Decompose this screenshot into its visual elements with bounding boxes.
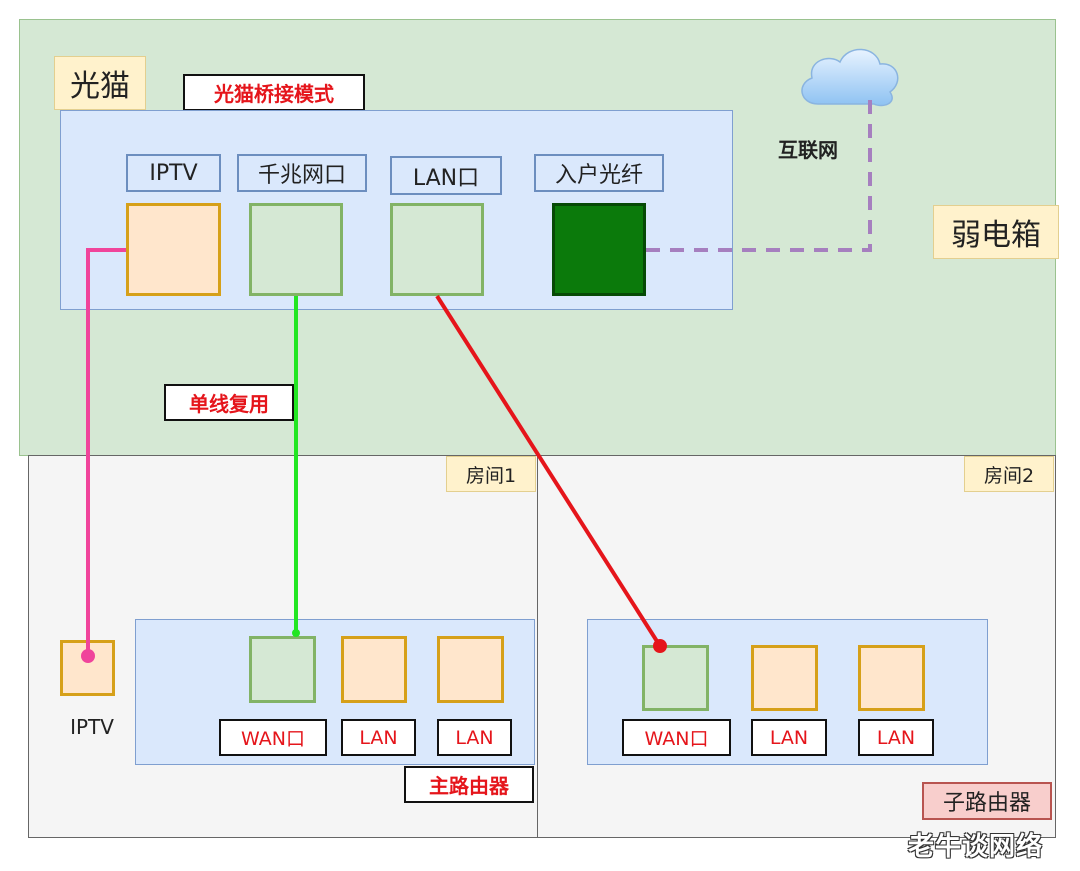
main-router-port-wan xyxy=(249,636,316,703)
room1-label: 房间1 xyxy=(446,456,536,492)
sub-router-port-lan1 xyxy=(751,645,818,711)
room2-label: 房间2 xyxy=(964,456,1054,492)
modem-mode-label: 光猫桥接模式 xyxy=(183,74,365,111)
modem-title: 光猫 xyxy=(54,56,146,110)
sub-router-port-wan xyxy=(642,645,709,711)
weak-box-label: 弱电箱 xyxy=(933,205,1059,259)
iptv-device-port xyxy=(60,640,115,696)
main-router-title: 主路由器 xyxy=(404,766,534,803)
sub-router-port-lan2 xyxy=(858,645,925,711)
main-router-label-lan2: LAN xyxy=(437,719,512,756)
single-line-label: 单线复用 xyxy=(164,384,294,421)
main-router-port-lan2 xyxy=(437,636,504,703)
modem-port-label-gigabit: 千兆网口 xyxy=(237,154,367,192)
modem-port-label-fiber: 入户光纤 xyxy=(534,154,664,192)
main-router-label-wan: WAN口 xyxy=(219,719,327,756)
sub-router-label-wan: WAN口 xyxy=(622,719,731,756)
modem-port-label-lan: LAN口 xyxy=(390,156,502,195)
main-router-port-lan1 xyxy=(341,636,407,703)
modem-port-gigabit xyxy=(249,203,343,296)
main-router-label-lan1: LAN xyxy=(341,719,416,756)
sub-router-label-lan1: LAN xyxy=(751,719,827,756)
modem-port-fiber xyxy=(552,203,646,296)
sub-router-label-lan2: LAN xyxy=(858,719,934,756)
sub-router-title: 子路由器 xyxy=(922,782,1052,820)
modem-port-label-iptv: IPTV xyxy=(126,154,221,192)
modem-port-lan xyxy=(390,203,484,296)
internet-label: 互联网 xyxy=(778,137,838,162)
iptv-device-label: IPTV xyxy=(70,715,114,739)
watermark: 老牛谈网络 xyxy=(908,832,1044,862)
modem-port-iptv xyxy=(126,203,221,296)
